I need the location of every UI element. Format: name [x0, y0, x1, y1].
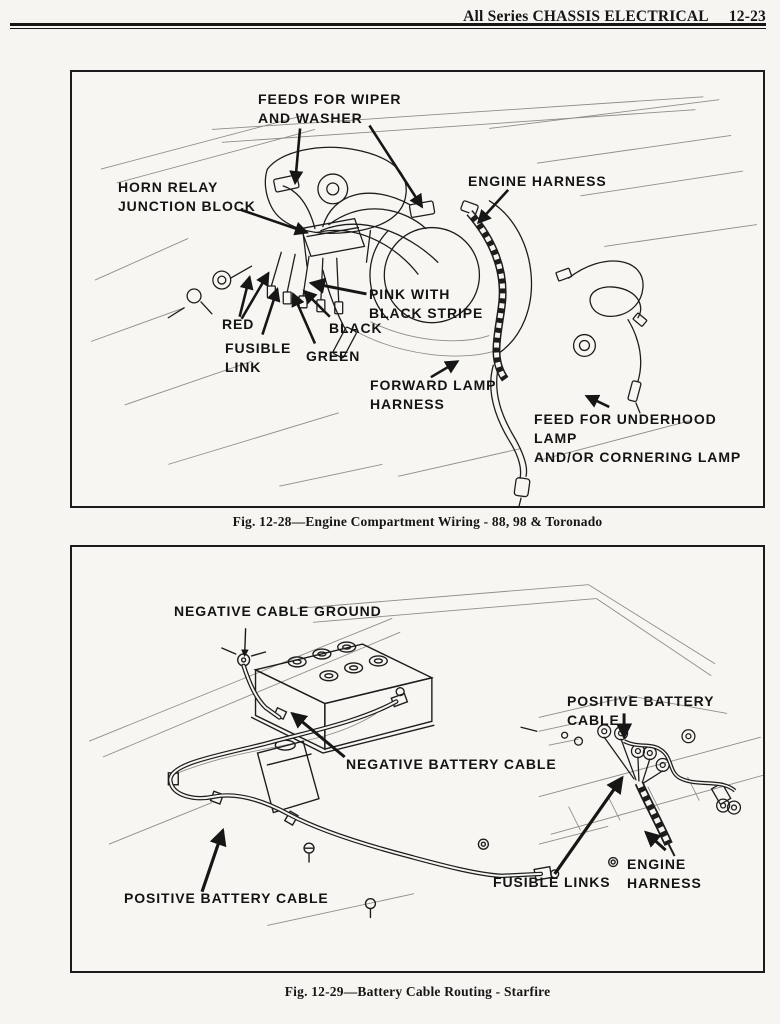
figure-12-28: FEEDS FOR WIPER AND WASHER HORN RELAY JU… — [70, 70, 765, 508]
label-engine-harness: ENGINE HARNESS — [468, 173, 607, 189]
label-forward-lamp-harness: FORWARD LAMP HARNESS — [370, 377, 497, 412]
page-header: All Series CHASSIS ELECTRICAL 12-23 — [10, 8, 766, 26]
label-engine-harness-2: ENGINE HARNESS — [627, 856, 702, 891]
engine-compartment-diagram — [90, 96, 757, 506]
leader-arrows — [238, 124, 610, 409]
engine-harness-braid — [466, 210, 509, 382]
figure-12-29: NEGATIVE CABLE GROUND NEGATIVE BATTERY C… — [70, 545, 765, 973]
label-positive-battery-cable-main: POSITIVE BATTERY CABLE — [124, 890, 329, 906]
label-red: RED — [222, 316, 255, 332]
header-title: All Series CHASSIS ELECTRICAL — [463, 8, 709, 25]
figure-12-29-caption: Fig. 12-29—Battery Cable Routing - Starf… — [284, 984, 551, 999]
label-negative-cable-ground: NEGATIVE CABLE GROUND — [174, 603, 382, 619]
label-fusible-link: FUSIBLE LINK — [225, 340, 292, 375]
label-green: GREEN — [306, 348, 361, 364]
battery-cables — [168, 663, 544, 879]
label-positive-battery-cable-detail: POSITIVE BATTERY CABLE — [567, 693, 715, 728]
leader-arrows — [200, 628, 667, 893]
label-fusible-links: FUSIBLE LINKS — [493, 874, 611, 890]
body-sketch-lines — [90, 96, 757, 487]
label-negative-battery-cable: NEGATIVE BATTERY CABLE — [346, 756, 557, 772]
detail-harness-braid — [623, 739, 737, 857]
label-feed-underhood-lamp: FEED FOR UNDERHOOD LAMP AND/OR CORNERING… — [534, 411, 742, 465]
header-page-number: 12-23 — [728, 8, 766, 25]
label-horn-relay-junction-block: HORN RELAY JUNCTION BLOCK — [118, 179, 256, 214]
figure-12-28-caption: Fig. 12-28—Engine Compartment Wiring - 8… — [232, 514, 603, 529]
battery-routing-diagram — [88, 584, 763, 926]
label-pink-black-stripe: PINK WITH BLACK STRIPE — [369, 286, 484, 321]
label-black: BLACK — [329, 320, 383, 336]
header-rule-thin — [10, 27, 766, 29]
label-feeds-wiper-washer: FEEDS FOR WIPER AND WASHER — [258, 91, 402, 126]
header-rule-thick — [10, 23, 766, 26]
